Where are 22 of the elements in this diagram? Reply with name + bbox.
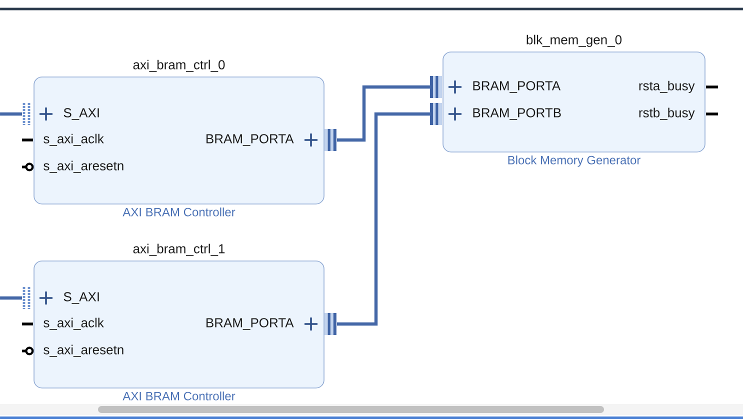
port-label: rsta_busy (639, 80, 695, 93)
connection-line (337, 112, 431, 326)
port-label: BRAM_PORTB (473, 108, 561, 120)
block-caption: AXI BRAM Controller (122, 392, 236, 400)
connection-line (0, 112, 22, 116)
port-label: s_axi_aclk (44, 134, 104, 146)
port-label: BRAM_PORTA (206, 134, 294, 146)
port-label: BRAM_PORTA (473, 81, 561, 93)
port-label: S_AXI (64, 108, 99, 120)
port-label: BRAM_PORTA (206, 318, 294, 330)
port-label: s_axi_aclk (44, 318, 104, 330)
connection-line (337, 85, 431, 142)
block-caption: AXI BRAM Controller (122, 208, 236, 216)
port-label: rstb_busy (639, 108, 695, 120)
block-title: blk_mem_gen_0 (526, 34, 622, 47)
connection-line (0, 296, 22, 300)
block-caption: Block Memory Generator (508, 156, 640, 167)
port-label: s_axi_aresetn (44, 344, 124, 357)
block-title: axi_bram_ctrl_1 (133, 244, 225, 256)
block-title: axi_bram_ctrl_0 (133, 60, 225, 72)
port-label: s_axi_aresetn (44, 160, 124, 173)
port-label: S_AXI (64, 292, 99, 304)
